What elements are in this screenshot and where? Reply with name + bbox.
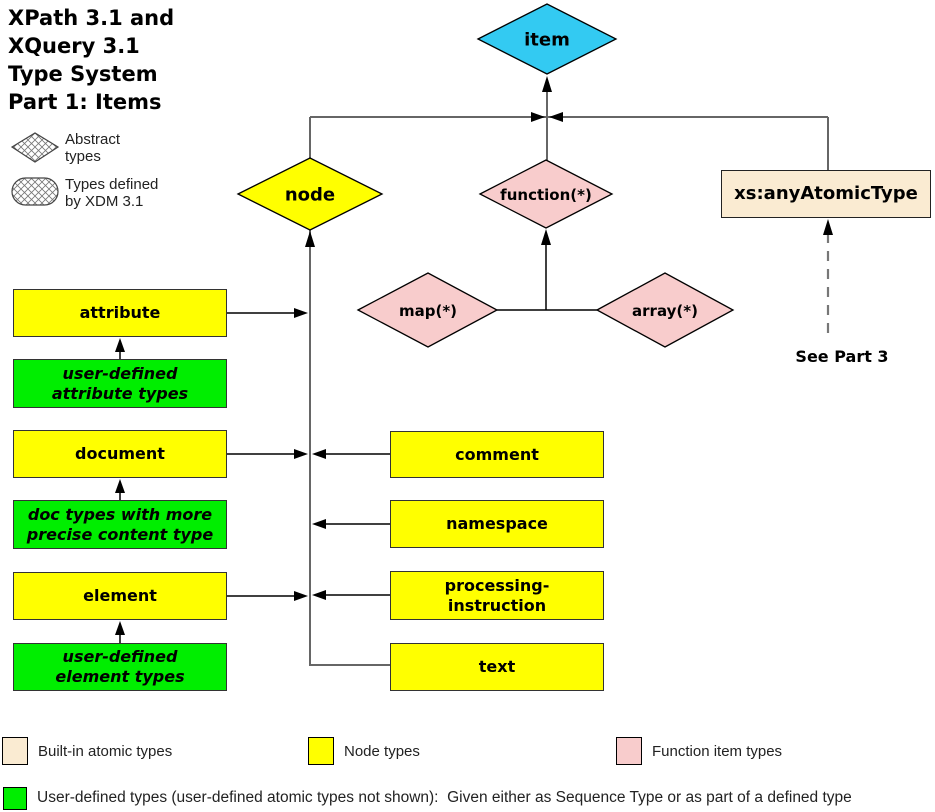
built-in-atomic-swatch: [2, 737, 28, 765]
abstract-types-legend-label: Abstract types: [65, 131, 121, 165]
item-diamond: [476, 3, 618, 75]
xdm-types-stadium-icon: [11, 177, 59, 206]
text-box: text: [390, 643, 604, 691]
arrow-up-into-atomic: [823, 219, 833, 235]
arrow-up-into-function: [541, 229, 551, 245]
arrow-comment-trunk: [312, 449, 326, 459]
doc-types-box: doc types with more precise content type: [13, 500, 227, 549]
node-trunk-line: [309, 230, 392, 666]
namespace-label: namespace: [446, 514, 548, 533]
arrow-namespace-trunk: [312, 519, 326, 529]
user-defined-attribute-types-box: user-defined attribute types: [13, 359, 227, 408]
arrow-doctypes-document: [115, 479, 125, 493]
text-label: text: [478, 657, 516, 676]
map-label: map(*): [398, 302, 458, 320]
item-label: item: [524, 29, 570, 51]
element-box: element: [13, 572, 227, 620]
attribute-box: attribute: [13, 289, 227, 337]
comment-label: comment: [455, 444, 539, 464]
arrow-up-into-node: [305, 231, 315, 247]
attribute-label: attribute: [79, 303, 161, 322]
user-defined-element-types-box: user-defined element types: [13, 643, 227, 691]
arrow-up-into-item: [542, 76, 552, 92]
diagram-title: XPath 3.1 and XQuery 3.1 Type System Par…: [8, 6, 175, 114]
function-item-types-legend-label: Function item types: [652, 743, 783, 760]
user-defined-attribute-types-label: user-defined attribute types: [51, 363, 189, 403]
arrow-right-at-junction: [531, 112, 545, 122]
document-box: document: [13, 430, 227, 478]
function-item-types-swatch: [616, 737, 642, 765]
see-part3-label: See Part 3: [795, 347, 889, 366]
node-types-legend-label: Node types: [344, 743, 420, 760]
arrow-left-at-junction: [549, 112, 563, 122]
processing-instruction-label: processing- instruction: [444, 575, 550, 615]
user-defined-types-swatch: [3, 787, 27, 810]
arrow-userattr-attribute: [115, 338, 125, 352]
doc-types-label: doc types with more precise content type: [26, 504, 214, 544]
bus-lines: [309, 90, 829, 666]
comment-box: comment: [390, 431, 604, 478]
arrow-pi-trunk: [312, 590, 326, 600]
built-in-atomic-legend-label: Built-in atomic types: [38, 743, 173, 760]
array-label: array(*): [632, 302, 698, 320]
document-label: document: [75, 444, 165, 463]
arrow-attribute-trunk: [294, 308, 308, 318]
function-label: function(*): [500, 186, 592, 204]
arrowheads: [115, 76, 833, 635]
processing-instruction-box: processing- instruction: [390, 571, 604, 620]
user-defined-types-legend-label: User-defined types (user-defined atomic …: [37, 789, 852, 806]
abstract-types-diamond-icon: [10, 132, 60, 163]
arrow-element-trunk: [294, 591, 308, 601]
node-diamond: [236, 157, 384, 231]
map-diamond: [356, 272, 499, 348]
array-diamond: [595, 272, 735, 348]
function-diamond: [478, 159, 614, 229]
xs-anyatomictype-box: xs:anyAtomicType: [721, 170, 931, 218]
arrow-document-trunk: [294, 449, 308, 459]
user-defined-element-types-label: user-defined element types: [55, 647, 185, 686]
connector-lines: [119, 244, 597, 643]
arrow-userelem-element: [115, 621, 125, 635]
xs-anyatomictype-label: xs:anyAtomicType: [734, 183, 918, 204]
node-label: node: [284, 184, 336, 206]
node-types-swatch: [308, 737, 334, 765]
element-label: element: [83, 586, 157, 605]
xdm-types-legend-label: Types defined by XDM 3.1: [65, 176, 159, 210]
namespace-box: namespace: [390, 500, 604, 548]
